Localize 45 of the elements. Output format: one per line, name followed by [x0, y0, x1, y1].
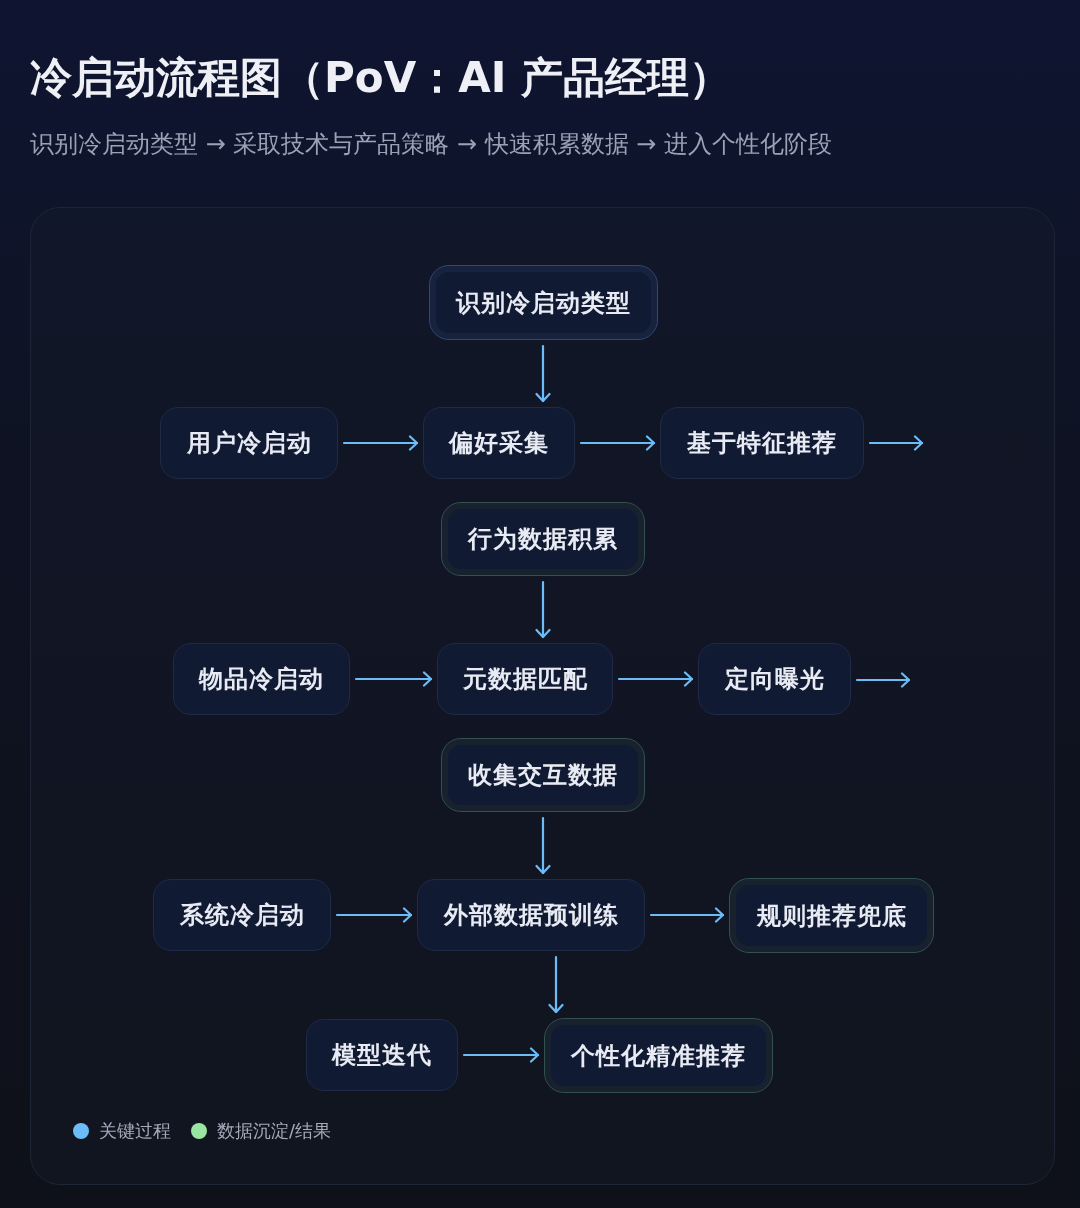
node-label: 基于特征推荐 — [687, 428, 837, 459]
arrow — [535, 816, 551, 875]
legend-label: 数据沉淀/结果 — [217, 1119, 332, 1143]
node-label: 系统冷启动 — [179, 900, 305, 931]
arrow — [548, 955, 564, 1014]
process-box — [417, 879, 645, 951]
process-box — [306, 1019, 458, 1091]
arrow — [335, 907, 413, 923]
process-box — [153, 879, 331, 951]
arrow — [354, 671, 433, 687]
node-label: 识别冷启动类型 — [456, 287, 631, 319]
arrow — [617, 671, 694, 687]
arrow — [462, 1047, 540, 1063]
process-box — [160, 407, 338, 479]
subtitle: 识别冷启动类型 → 采取技术与产品策略 → 快速积累数据 → 进入个性化阶段 — [30, 129, 833, 160]
node-label: 元数据匹配 — [462, 664, 588, 695]
legend-label: 关键过程 — [99, 1119, 171, 1143]
result-box — [544, 1018, 773, 1093]
node-label: 模型迭代 — [332, 1040, 432, 1071]
node-label: 偏好采集 — [449, 428, 549, 459]
node-label: 收集交互数据 — [468, 760, 618, 791]
result-box — [441, 502, 645, 576]
arrow — [342, 435, 419, 451]
arrow — [535, 344, 551, 403]
node-label: 外部数据预训练 — [443, 900, 619, 931]
process-box — [437, 643, 613, 715]
arrow — [649, 907, 725, 923]
arrow — [868, 435, 924, 451]
node-label: 行为数据积累 — [468, 524, 618, 555]
key-step-box — [429, 265, 658, 340]
node-label: 用户冷启动 — [186, 428, 312, 459]
node-label: 物品冷启动 — [199, 664, 324, 695]
node-label: 个性化精准推荐 — [571, 1040, 746, 1072]
result-box — [441, 738, 645, 812]
process-box — [660, 407, 864, 479]
diagram-title: 冷启动流程图（PoV：AI 产品经理） — [30, 52, 731, 104]
process-box — [423, 407, 575, 479]
process-box — [698, 643, 851, 715]
node-label: 规则推荐兜底 — [756, 900, 907, 932]
node-label: 定向曝光 — [724, 664, 825, 695]
arrow — [535, 580, 551, 639]
process-box — [173, 643, 350, 715]
arrow — [855, 672, 911, 688]
result-box — [729, 878, 934, 953]
arrow — [579, 435, 656, 451]
